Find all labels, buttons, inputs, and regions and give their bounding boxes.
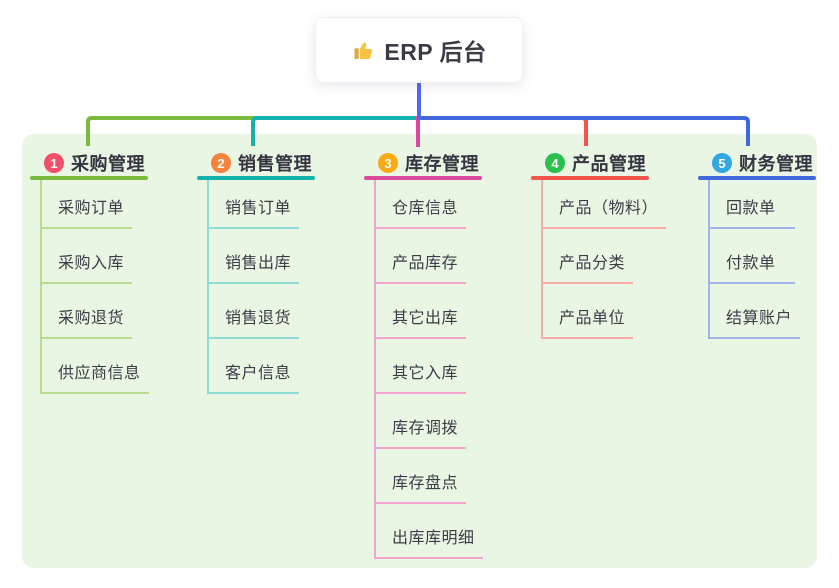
branch-finance: 5 财务管理 回款单 付款单 结算账户 — [698, 150, 816, 570]
branch-label: 采购管理 — [71, 154, 145, 174]
child-item[interactable]: 其它出库 — [374, 288, 467, 339]
child-item[interactable]: 客户信息 — [207, 343, 300, 394]
branch-head-purchase[interactable]: 1 采购管理 — [44, 152, 145, 174]
badge-5: 5 — [712, 153, 732, 173]
thumbs-up-icon — [351, 38, 375, 62]
child-item[interactable]: 采购入库 — [40, 233, 133, 284]
child-item[interactable]: 采购退货 — [40, 288, 133, 339]
child-item[interactable]: 销售出库 — [207, 233, 300, 284]
branch-spine — [207, 180, 209, 394]
group-panel — [22, 134, 817, 568]
child-item[interactable]: 产品分类 — [541, 233, 634, 284]
child-item[interactable]: 产品（物料） — [541, 178, 667, 229]
branch-underline — [197, 176, 315, 180]
badge-3: 3 — [378, 153, 398, 173]
branch-product: 4 产品管理 产品（物料） 产品分类 产品单位 — [531, 150, 667, 570]
child-item[interactable]: 产品单位 — [541, 288, 634, 339]
branch-head-inventory[interactable]: 3 库存管理 — [378, 152, 479, 174]
root-node[interactable]: ERP 后台 — [315, 17, 523, 83]
branch-label: 库存管理 — [405, 154, 479, 174]
branch-underline — [364, 176, 482, 180]
branch-label: 销售管理 — [238, 154, 312, 174]
branch-inventory: 3 库存管理 仓库信息 产品库存 其它出库 其它入库 库存调拨 库存盘点 出库库… — [364, 150, 483, 570]
branch-spine — [708, 180, 710, 339]
child-item[interactable]: 付款单 — [708, 233, 795, 284]
branch-head-product[interactable]: 4 产品管理 — [545, 152, 646, 174]
child-item[interactable]: 出库库明细 — [374, 508, 483, 559]
badge-1: 1 — [44, 153, 64, 173]
branch-underline — [698, 176, 816, 180]
branch-label: 财务管理 — [739, 154, 813, 174]
child-item[interactable]: 采购订单 — [40, 178, 133, 229]
branch-sales: 2 销售管理 销售订单 销售出库 销售退货 客户信息 — [197, 150, 315, 570]
branch-spine — [40, 180, 42, 394]
branch-purchase: 1 采购管理 采购订单 采购入库 采购退货 供应商信息 — [30, 150, 149, 570]
child-item[interactable]: 库存盘点 — [374, 453, 467, 504]
root-title: ERP 后台 — [384, 39, 487, 65]
child-item[interactable]: 销售订单 — [207, 178, 300, 229]
child-item[interactable]: 供应商信息 — [40, 343, 149, 394]
branch-head-finance[interactable]: 5 财务管理 — [712, 152, 813, 174]
badge-4: 4 — [545, 153, 565, 173]
badge-2: 2 — [211, 153, 231, 173]
branch-underline — [30, 176, 148, 180]
branch-spine — [374, 180, 376, 559]
child-item[interactable]: 其它入库 — [374, 343, 467, 394]
child-item[interactable]: 库存调拨 — [374, 398, 467, 449]
branch-head-sales[interactable]: 2 销售管理 — [211, 152, 312, 174]
branch-spine — [541, 180, 543, 339]
child-item[interactable]: 销售退货 — [207, 288, 300, 339]
branch-label: 产品管理 — [572, 154, 646, 174]
child-item[interactable]: 仓库信息 — [374, 178, 467, 229]
child-item[interactable]: 产品库存 — [374, 233, 467, 284]
branch-underline — [531, 176, 649, 180]
child-item[interactable]: 结算账户 — [708, 288, 801, 339]
child-item[interactable]: 回款单 — [708, 178, 795, 229]
